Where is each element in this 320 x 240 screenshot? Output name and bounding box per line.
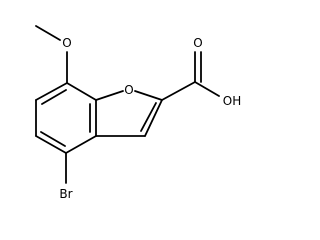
bond-o1-c2 <box>134 90 163 101</box>
atom-labels: O O O OH Br <box>59 36 241 201</box>
atom-label-bromine: Br <box>59 187 72 201</box>
bond-c6-c7 <box>35 82 68 101</box>
bond-c6-c7-inner <box>41 89 67 105</box>
methoxy-group <box>35 25 68 84</box>
atom-label-carbonyl-oxygen: O <box>193 36 202 50</box>
chemical-structure-diagram: O O O OH Br <box>35 25 241 201</box>
carboxylic-acid-group <box>161 51 220 101</box>
atom-label-ring-oxygen: O <box>124 83 133 97</box>
bond-c7-c7a <box>66 82 97 101</box>
furan-ring <box>95 90 163 137</box>
atom-label-methoxy-oxygen: O <box>62 36 71 50</box>
bond-c4-c5 <box>35 135 67 154</box>
bond-c3a-c4 <box>65 135 97 154</box>
benzene-ring <box>35 82 97 154</box>
bond-c4-c5-inner <box>40 131 66 147</box>
bond-c2-c3 <box>144 99 163 137</box>
bond-c2-carboxyl <box>161 81 196 101</box>
bond-c-oh <box>194 81 220 97</box>
bond-c2-c3-inner <box>140 102 157 132</box>
bond-o-methyl <box>35 25 61 41</box>
bond-c7a-o1 <box>95 90 124 101</box>
atom-label-hydroxyl: OH <box>223 94 241 108</box>
